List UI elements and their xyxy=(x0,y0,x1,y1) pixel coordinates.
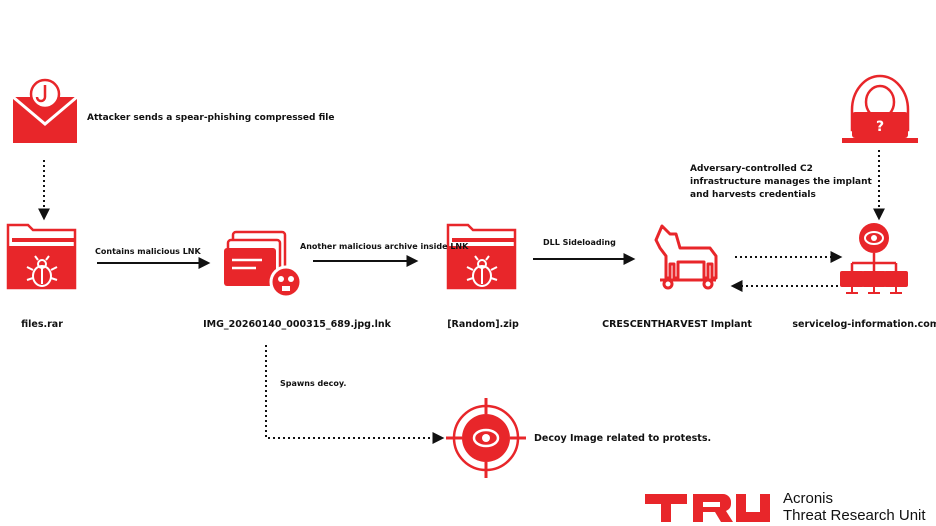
phishing-email-icon xyxy=(12,78,78,143)
hacker-icon: ? xyxy=(842,74,918,143)
node-label-files-rar: files.rar xyxy=(21,319,63,330)
c2-network-icon xyxy=(840,223,908,294)
brand-name: Acronis xyxy=(783,490,834,507)
svg-text:?: ? xyxy=(876,119,884,135)
edge-label-rar-to-lnk: Contains malicious LNK xyxy=(95,247,201,256)
trojan-horse-icon xyxy=(654,224,718,290)
decoy-target-icon xyxy=(446,398,526,478)
brand-unit: Threat Research Unit xyxy=(783,507,926,524)
malicious-folder-icon xyxy=(6,223,77,290)
edge-lnk-to-decoy xyxy=(265,345,445,444)
node-label-lnk: IMG_20260140_000315_689.jpg.lnk xyxy=(203,319,391,330)
email-note: Attacker sends a spear-phishing compress… xyxy=(87,113,335,123)
node-label-decoy: Decoy Image related to protests. xyxy=(534,433,712,444)
c2-note-line: Adversary-controlled C2 xyxy=(690,164,813,174)
edge-label-zip-to-implant: DLL Sideloading xyxy=(543,238,616,247)
malicious-lnk-icon xyxy=(224,230,303,299)
malicious-folder-icon xyxy=(446,223,517,290)
c2-note-line: infrastructure manages the implant xyxy=(690,177,872,187)
node-label-implant: CRESCENTHARVEST Implant xyxy=(602,319,752,330)
acronis-tru-logo xyxy=(645,494,770,522)
c2-note: Adversary-controlled C2 infrastructure m… xyxy=(690,163,872,202)
node-label-zip: [Random].zip xyxy=(447,319,519,330)
edge-label-lnk-to-decoy: Spawns decoy. xyxy=(280,379,347,388)
c2-note-line: and harvests credentials xyxy=(690,190,816,200)
node-label-c2: servicelog-information.com xyxy=(792,319,936,330)
edge-label-lnk-to-zip: Another malicious archive inside LNK xyxy=(300,242,469,251)
